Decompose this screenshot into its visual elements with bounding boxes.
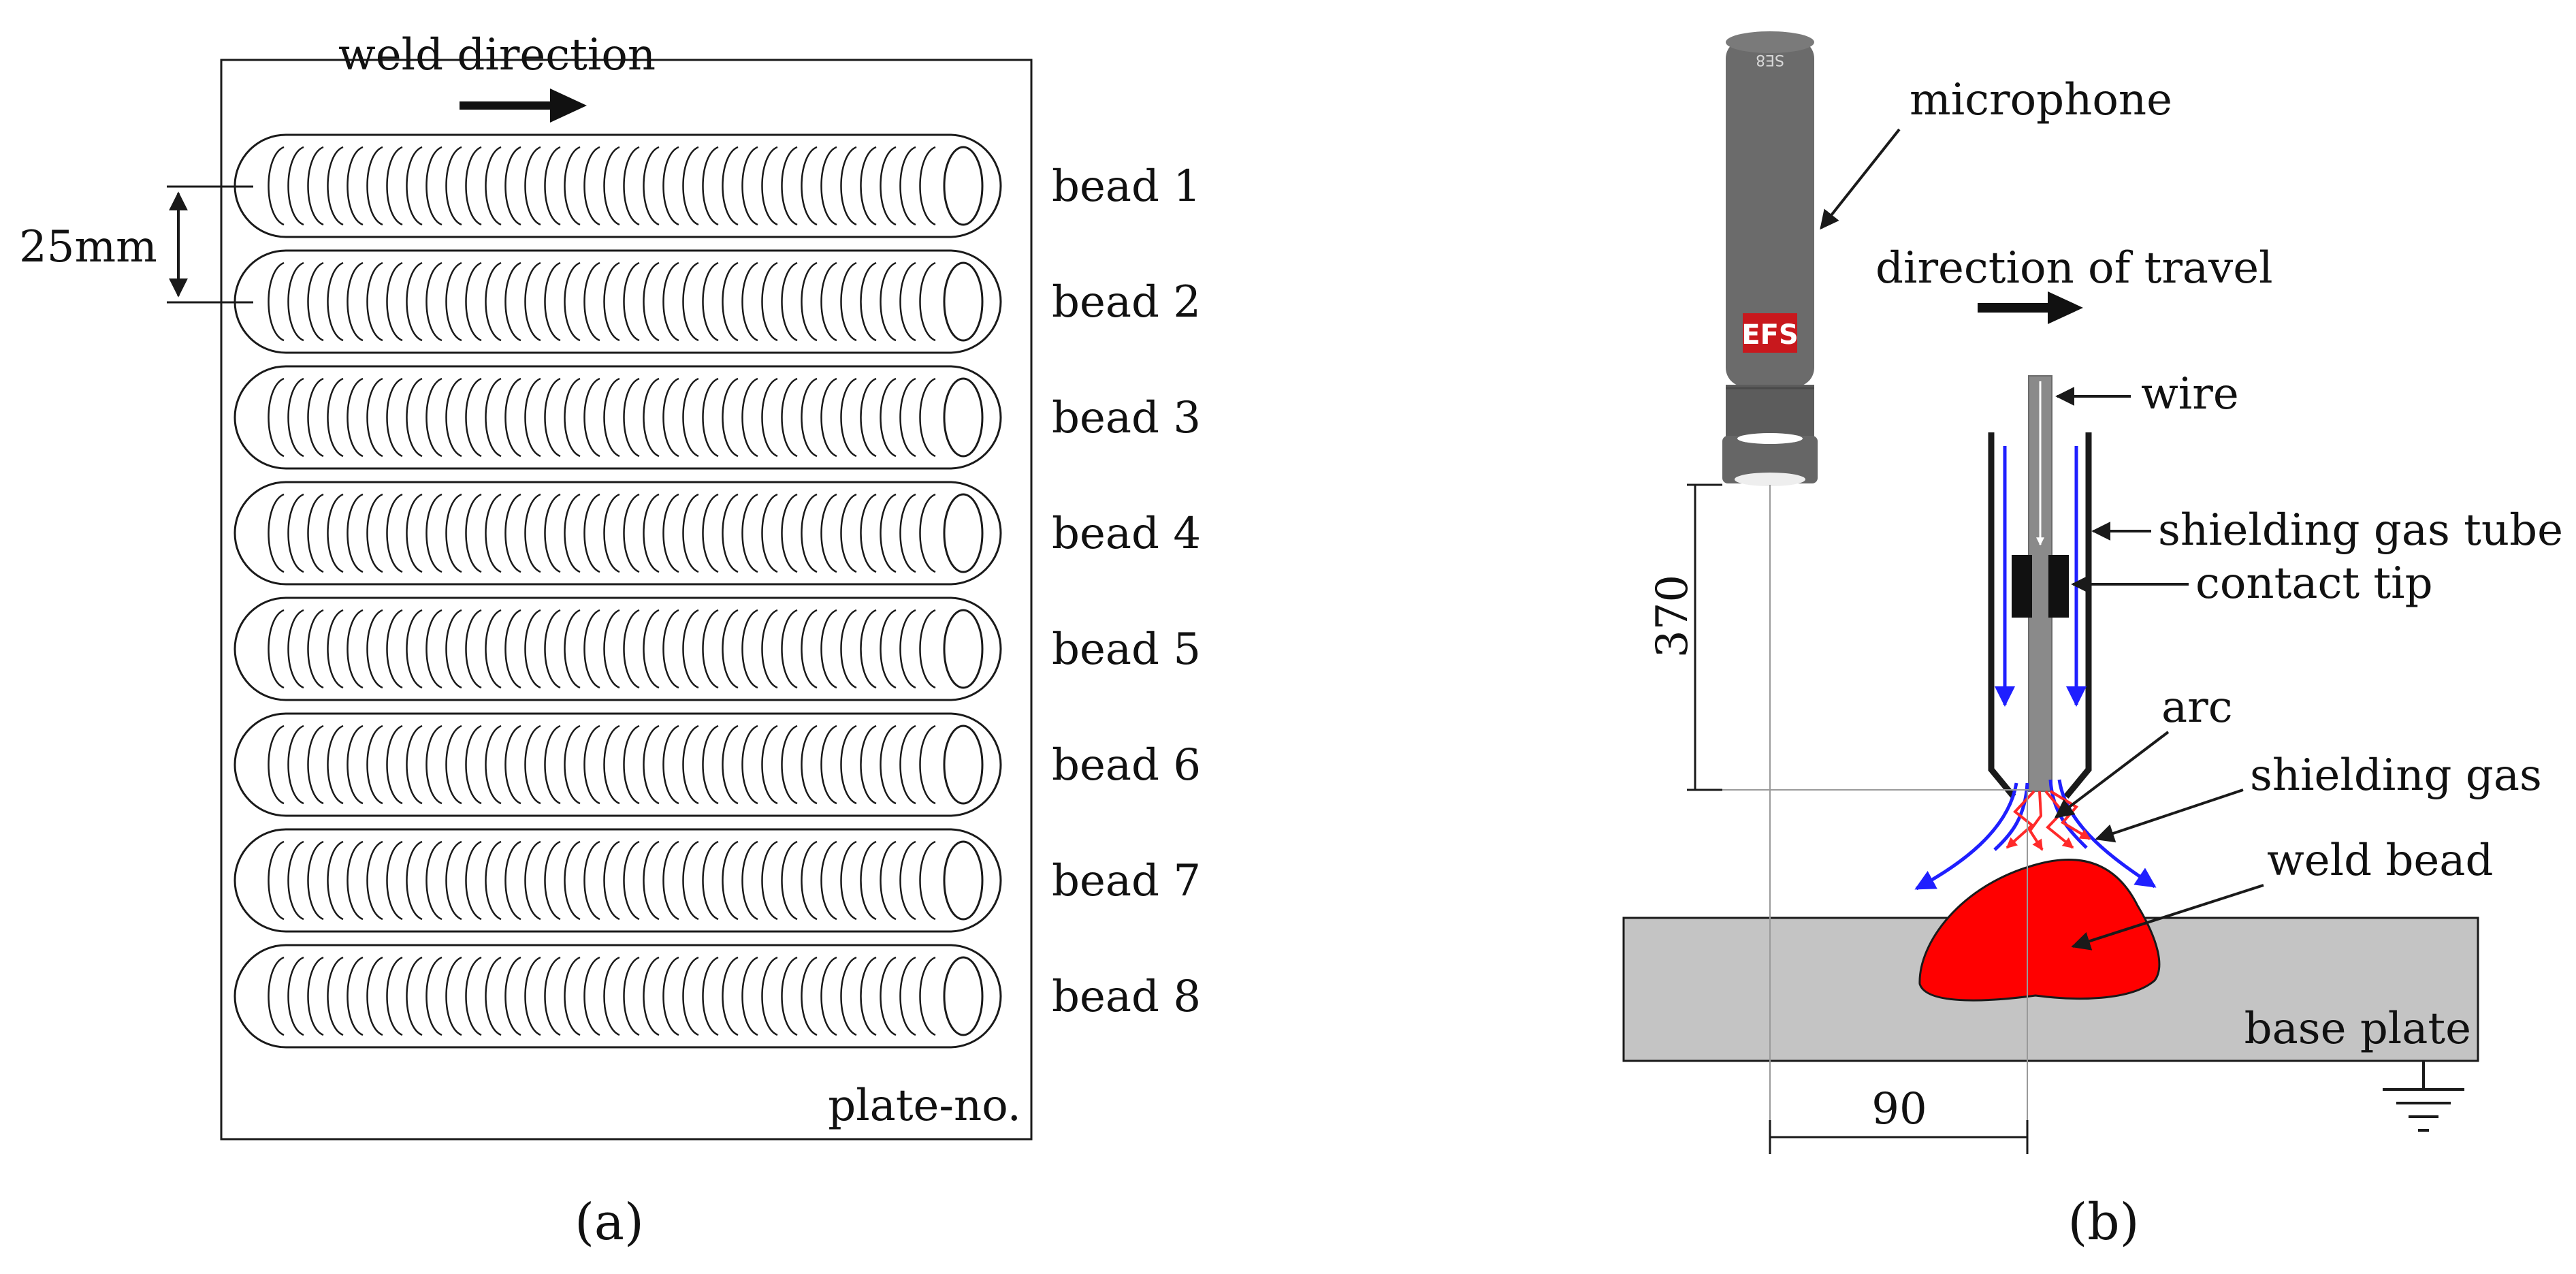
- wire-label: wire: [2141, 369, 2239, 419]
- panel-b: base plate: [1622, 31, 2563, 1252]
- bead-capsule: [234, 249, 1002, 354]
- bead-ripples: [268, 261, 936, 342]
- svg-text:SE8: SE8: [1756, 51, 1784, 68]
- panel-b-caption: (b): [2067, 1193, 2139, 1252]
- bead-capsule: [234, 828, 1002, 933]
- bead-end-crater: [943, 724, 984, 805]
- bead-label: bead 4: [1052, 509, 1201, 559]
- bead-end-crater: [943, 956, 984, 1036]
- bead-rows: bead 1 bead 2 bead 3 bead 4 bead 5 bead 6 bead…: [234, 133, 1201, 1049]
- weld-bead-leader: [2071, 884, 2264, 951]
- bead-end-crater: [943, 377, 984, 458]
- shielding-gas-tube-label: shielding gas tube: [2158, 505, 2563, 556]
- offset-dimension: [1769, 1120, 2029, 1154]
- arc-leader: [2054, 731, 2170, 818]
- arc-label: arc: [2161, 682, 2233, 733]
- bead-label: bead 8: [1052, 972, 1201, 1022]
- bead-end-crater: [943, 146, 984, 226]
- height-dimension: [1687, 483, 1722, 791]
- direction-of-travel-arrow: [1978, 291, 2083, 324]
- bead-ripples: [268, 609, 936, 689]
- bead-label: bead 5: [1052, 624, 1201, 675]
- weld-bead-label: weld bead: [2267, 835, 2493, 886]
- spacing-label: 25mm: [19, 222, 157, 272]
- shielding-gas-tube: [1988, 432, 2092, 799]
- bead-ripples: [268, 493, 936, 573]
- offset-dimension-label: 90: [1871, 1084, 1927, 1134]
- direction-of-travel-label: direction of travel: [1875, 243, 2273, 293]
- bead-label: bead 6: [1052, 740, 1201, 791]
- bead-row: bead 7: [234, 828, 1201, 933]
- contact-tip-label: contact tip: [2195, 558, 2433, 609]
- bead-row: bead 6: [234, 712, 1201, 817]
- bead-end-crater: [943, 840, 984, 921]
- bead-row: bead 2: [234, 249, 1201, 354]
- shielding-gas-leader: [2095, 789, 2244, 843]
- plate-number-label: plate-no.: [828, 1081, 1021, 1131]
- bead-capsule: [234, 712, 1002, 817]
- bead-label: bead 2: [1052, 277, 1201, 328]
- height-dimension-label: 370: [1647, 575, 1698, 658]
- bead-capsule: [234, 365, 1002, 470]
- bead-end-crater: [943, 609, 984, 689]
- bead-capsule: [234, 944, 1002, 1049]
- bead-row: bead 8: [234, 944, 1201, 1049]
- microphone-label: microphone: [1910, 75, 2172, 125]
- bead-capsule: [234, 481, 1002, 586]
- microphone: EFS SE8: [1722, 31, 1818, 486]
- bead-label: bead 1: [1052, 161, 1201, 212]
- weld-direction-label: weld direction: [338, 30, 656, 80]
- shielding-gas-label: shielding gas: [2250, 750, 2542, 801]
- bead-label: bead 7: [1052, 856, 1201, 906]
- panel-a-caption: (a): [575, 1193, 644, 1252]
- bead-ripples: [268, 724, 936, 805]
- bead-ripples: [268, 146, 936, 226]
- bead-capsule: [234, 133, 1002, 238]
- weld-bead: [1918, 859, 2161, 1002]
- bead-row: bead 1: [234, 133, 1201, 238]
- microphone-leader: [1820, 128, 1901, 230]
- bead-row: bead 5: [234, 596, 1201, 701]
- bead-ripples: [268, 956, 936, 1036]
- microphone-logo: [1743, 313, 1797, 353]
- bead-end-crater: [943, 261, 984, 342]
- bead-label: bead 3: [1052, 393, 1201, 443]
- weld-direction-arrow: [460, 89, 587, 123]
- svg-text:EFS: EFS: [1741, 319, 1798, 351]
- base-plate-label: base plate: [2244, 1004, 2471, 1054]
- bead-ripples: [268, 840, 936, 921]
- bead-row: bead 3: [234, 365, 1201, 470]
- ground-symbol: [2383, 1061, 2464, 1132]
- bead-row: bead 4: [234, 481, 1201, 586]
- spacing-dimension: [167, 185, 253, 304]
- bead-ripples: [268, 377, 936, 458]
- bead-capsule: [234, 596, 1002, 701]
- bead-end-crater: [943, 493, 984, 573]
